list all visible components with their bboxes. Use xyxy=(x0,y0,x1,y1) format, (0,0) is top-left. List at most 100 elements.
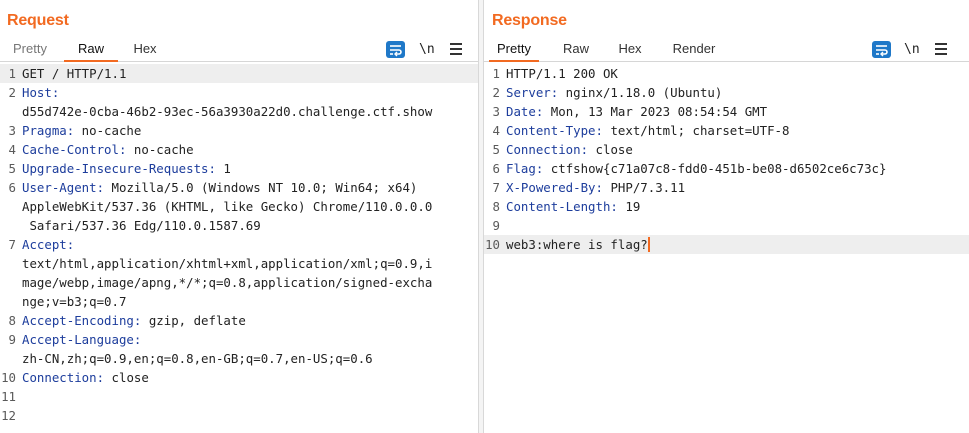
line-number: 11 xyxy=(1,389,16,404)
response-line: 6 Flag: ctfshow{c71a07c8-fdd0-451b-be08-d… xyxy=(484,159,969,178)
response-line: 5 Connection: close xyxy=(484,140,969,159)
line-content: User-Agent: Mozilla/5.0 (Windows NT 10.0… xyxy=(22,178,478,197)
request-line: 5 Upgrade-Insecure-Requests: 1 xyxy=(0,159,478,178)
line-number: 8 xyxy=(8,313,16,328)
header-value: nginx/1.18.0 (Ubuntu) xyxy=(558,85,723,100)
line-content: Accept: xyxy=(22,235,478,254)
header-value: Mon, 13 Mar 2023 08:54:54 GMT xyxy=(543,104,768,119)
request-line: 2 Host: xyxy=(0,83,478,102)
request-line: 9 Accept-Language: xyxy=(0,330,478,349)
line-number: 4 xyxy=(8,142,16,157)
response-tab-render[interactable]: Render xyxy=(672,41,716,56)
response-menu-icon[interactable] xyxy=(935,40,947,58)
response-line: 8 Content-Length: 19 xyxy=(484,197,969,216)
header-name: Flag: xyxy=(506,161,544,176)
header-value: close xyxy=(104,370,149,385)
line-number: 7 xyxy=(492,180,500,195)
request-tab-raw[interactable]: Raw xyxy=(64,38,118,62)
header-name: Connection: xyxy=(506,142,589,157)
wrapped-content: Safari/537.36 Edg/110.0.1587.69 xyxy=(22,218,261,233)
line-content: X-Powered-By: PHP/7.3.11 xyxy=(506,178,969,197)
line-content: GET / HTTP/1.1 xyxy=(22,64,478,83)
line-content: Date: Mon, 13 Mar 2023 08:54:54 GMT xyxy=(506,102,969,121)
header-value: text/html; charset=UTF-8 xyxy=(602,123,790,138)
wrap-lines-icon xyxy=(390,45,402,57)
wrapped-content: text/html,application/xhtml+xml,applicat… xyxy=(22,256,433,271)
line-content: Flag: ctfshow{c71a07c8-fdd0-451b-be08-d6… xyxy=(506,159,969,178)
line-number: 5 xyxy=(8,161,16,176)
line-content: HTTP/1.1 200 OK xyxy=(506,64,969,83)
header-name: User-Agent: xyxy=(22,180,105,195)
header-value: no-cache xyxy=(126,142,194,157)
line-content: Connection: close xyxy=(22,368,478,387)
header-name: Content-Type: xyxy=(506,123,603,138)
line-number: 8 xyxy=(492,199,500,214)
line-number: 6 xyxy=(492,161,500,176)
header-name: Accept-Encoding: xyxy=(22,313,142,328)
response-newline-toggle[interactable]: \n xyxy=(904,42,920,57)
line-content: Server: nginx/1.18.0 (Ubuntu) xyxy=(506,83,969,102)
line-content: web3:where is flag? xyxy=(506,235,969,254)
line-number: 1 xyxy=(492,66,500,81)
line-content: Content-Length: 19 xyxy=(506,197,969,216)
line-number: 2 xyxy=(8,85,16,100)
response-wrap-toggle[interactable] xyxy=(872,41,891,58)
header-value: gzip, deflate xyxy=(141,313,246,328)
request-wrapped-line: zh-CN,zh;q=0.9,en;q=0.8,en-GB;q=0.7,en-U… xyxy=(0,349,478,368)
header-name: Accept: xyxy=(22,237,75,252)
line-content: Host: xyxy=(22,83,478,102)
line-number: 10 xyxy=(1,370,16,385)
request-title: Request xyxy=(7,12,69,29)
line-number: 3 xyxy=(8,123,16,138)
line-content: Pragma: no-cache xyxy=(22,121,478,140)
line-content: Upgrade-Insecure-Requests: 1 xyxy=(22,159,478,178)
header-value: Mozilla/5.0 (Windows NT 10.0; Win64; x64… xyxy=(104,180,418,195)
request-line: 7 Accept: xyxy=(0,235,478,254)
request-line: 11 xyxy=(0,387,478,406)
request-wrap-toggle[interactable] xyxy=(386,41,405,58)
response-tabs: Pretty Raw Hex Render \n xyxy=(484,38,969,62)
request-menu-icon[interactable] xyxy=(450,40,462,58)
wrapped-content: d55d742e-0cba-46b2-93ec-56a3930a22d0.cha… xyxy=(22,104,433,119)
request-wrapped-line: d55d742e-0cba-46b2-93ec-56a3930a22d0.cha… xyxy=(0,102,478,121)
wrapped-content: AppleWebKit/537.36 (KHTML, like Gecko) C… xyxy=(22,199,433,214)
request-tab-hex[interactable]: Hex xyxy=(133,41,157,56)
request-newline-toggle[interactable]: \n xyxy=(419,42,435,57)
response-tab-hex[interactable]: Hex xyxy=(618,41,642,56)
response-tab-pretty[interactable]: Pretty xyxy=(489,38,539,62)
response-title: Response xyxy=(492,12,567,29)
pane-divider[interactable] xyxy=(478,0,484,433)
header-name: Host: xyxy=(22,85,60,100)
header-value: 19 xyxy=(617,199,641,214)
header-name: Connection: xyxy=(22,370,105,385)
request-tab-pretty[interactable]: Pretty xyxy=(13,41,47,56)
line-number: 5 xyxy=(492,142,500,157)
header-value: web3:where is flag? xyxy=(506,237,648,252)
header-value: GET / HTTP/1.1 xyxy=(22,66,127,81)
line-content: Content-Type: text/html; charset=UTF-8 xyxy=(506,121,969,140)
response-tab-raw[interactable]: Raw xyxy=(562,41,589,56)
response-line: 1 HTTP/1.1 200 OK xyxy=(484,64,969,83)
header-name: Pragma: xyxy=(22,123,75,138)
request-tabs: Pretty Raw Hex \n xyxy=(0,38,478,62)
header-name: Content-Length: xyxy=(506,199,618,214)
line-number: 3 xyxy=(492,104,500,119)
response-pane: Response Pretty Raw Hex Render \n 1 HTTP/… xyxy=(484,0,969,433)
wrapped-content: mage/webp,image/apng,*/*;q=0.8,applicati… xyxy=(22,275,433,290)
header-value: PHP/7.3.11 xyxy=(602,180,686,195)
response-line: 7 X-Powered-By: PHP/7.3.11 xyxy=(484,178,969,197)
line-number: 9 xyxy=(8,332,16,347)
line-content: Connection: close xyxy=(506,140,969,159)
request-wrapped-line: Safari/537.36 Edg/110.0.1587.69 xyxy=(0,216,478,235)
response-line: 3 Date: Mon, 13 Mar 2023 08:54:54 GMT xyxy=(484,102,969,121)
wrap-lines-icon xyxy=(876,45,888,57)
line-content: Accept-Encoding: gzip, deflate xyxy=(22,311,478,330)
line-number: 7 xyxy=(8,237,16,252)
line-content: Accept-Language: xyxy=(22,330,478,349)
header-name: X-Powered-By: xyxy=(506,180,603,195)
